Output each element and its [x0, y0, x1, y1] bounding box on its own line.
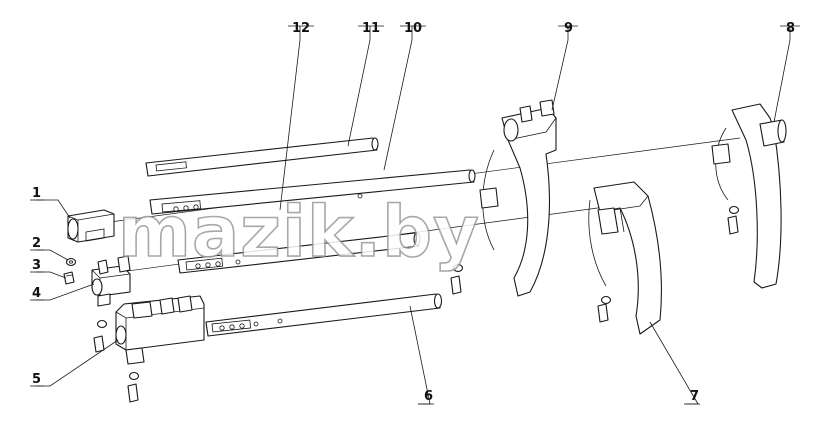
callout-2: 2 — [32, 236, 41, 251]
callouts: 1 2 3 4 5 6 7 8 9 10 11 12 — [30, 21, 800, 405]
callout-1: 1 — [32, 186, 41, 201]
rod-6 — [205, 293, 443, 337]
selector-block-5 — [115, 295, 205, 365]
callout-7: 7 — [690, 389, 699, 404]
rod-12 — [177, 232, 421, 274]
bolt-3 — [63, 271, 75, 285]
callout-8: 8 — [786, 21, 795, 36]
callout-6: 6 — [424, 389, 433, 404]
shift-fork-7 — [588, 181, 663, 335]
callout-4: 4 — [32, 286, 41, 301]
callout-12: 12 — [292, 21, 310, 36]
shift-fork-9 — [479, 99, 557, 297]
shift-fork-8 — [711, 103, 787, 289]
callout-3: 3 — [32, 258, 41, 273]
selector-block-4 — [91, 255, 131, 307]
end-block-1 — [67, 209, 115, 243]
callout-5: 5 — [32, 372, 41, 387]
watermark-text: mazik.by — [118, 191, 480, 273]
callout-10: 10 — [404, 21, 422, 36]
fastener-set — [63, 205, 740, 403]
callout-11: 11 — [362, 21, 380, 36]
callout-9: 9 — [564, 21, 573, 36]
rod-11 — [145, 137, 379, 177]
rod-10 — [149, 169, 476, 215]
